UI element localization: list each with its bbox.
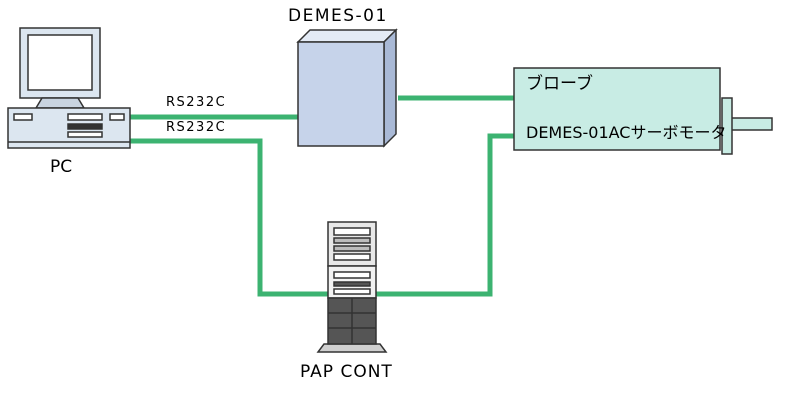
probe-title: ブローブ xyxy=(526,74,593,94)
pap-cont-unit xyxy=(316,221,388,353)
pc-label: PC xyxy=(50,157,73,177)
link-lower-label: RS232C xyxy=(166,120,227,135)
link-upper-label: RS232C xyxy=(166,95,227,110)
demes-label: DEMES-01 xyxy=(288,6,388,26)
pc-icon xyxy=(7,27,131,149)
servo-motor-shape xyxy=(721,97,773,155)
cables xyxy=(130,95,514,297)
probe-subtitle: DEMES-01ACサーボモータ xyxy=(526,123,727,142)
probe-unit xyxy=(513,67,721,151)
cable-pap-probe xyxy=(376,133,514,297)
demes-unit xyxy=(296,28,398,148)
cable-pc-pap xyxy=(130,138,328,297)
pap-cont-label: PAP CONT xyxy=(300,362,393,382)
